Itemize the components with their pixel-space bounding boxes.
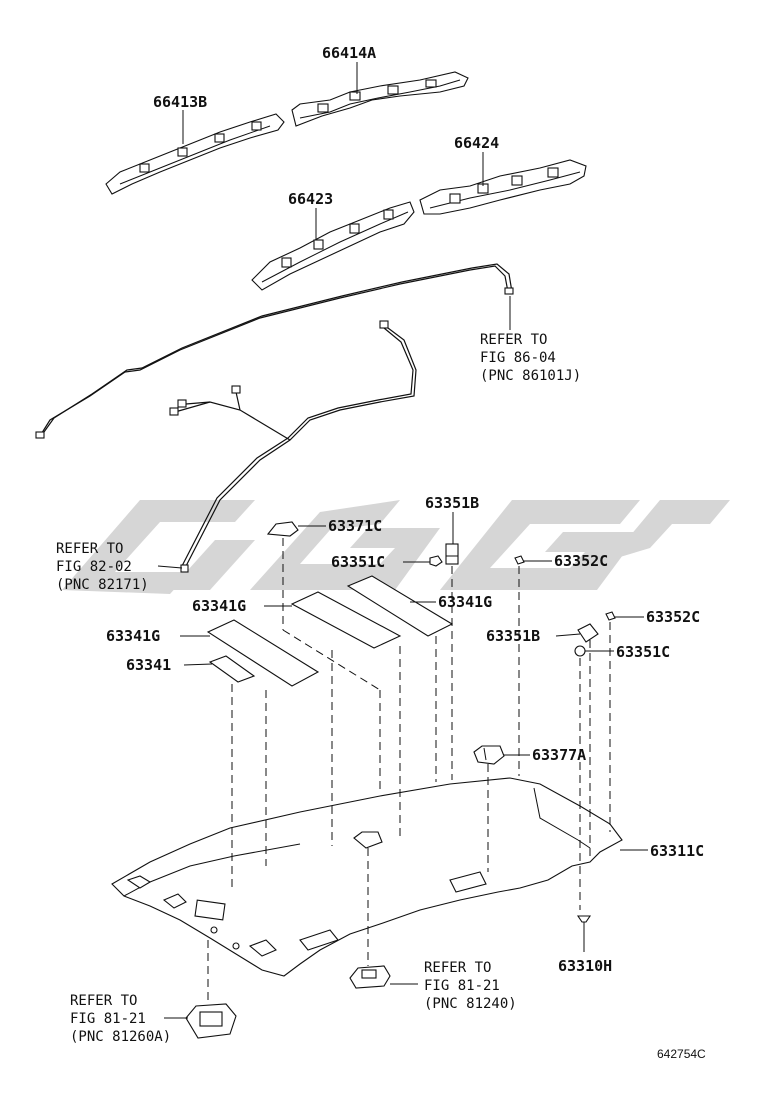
refer-note-81-21-right: REFER TO FIG 81-21 (PNC 81240) (424, 960, 517, 1012)
label-63341G-left: 63341G (106, 627, 160, 645)
projection-lines (207, 538, 611, 1004)
diagram-code: 642754C (657, 1047, 706, 1061)
leader-lines (157, 62, 648, 1019)
label-66423: 66423 (288, 190, 333, 208)
antenna-cable (35, 263, 514, 439)
refer-note-86-04: REFER TO FIG 86-04 (PNC 86101J) (480, 332, 581, 384)
label-63351C-right: 63351C (616, 643, 670, 661)
label-63352C-right: 63352C (646, 608, 700, 626)
watermark-logo (62, 500, 730, 594)
lamp-81260A (185, 1003, 237, 1039)
refer-82-02-line-3: (PNC 82171) (56, 577, 149, 593)
screw-63310H (576, 915, 592, 938)
refer-81-21-left-line-2: FIG 81-21 (70, 1011, 146, 1027)
pad-63341G-center (290, 591, 402, 649)
part-66423 (251, 201, 415, 291)
label-63341G-center: 63341G (192, 597, 246, 615)
refer-81-21-right-line-3: (PNC 81240) (424, 996, 517, 1012)
refer-86-04-line-2: FIG 86-04 (480, 350, 556, 366)
part-labels: 66414A 66413B 66424 66423 63351B 63371C … (106, 44, 704, 975)
refer-note-82-02: REFER TO FIG 82-02 (PNC 82171) (56, 541, 149, 593)
label-63377A: 63377A (532, 746, 586, 764)
label-66414A: 66414A (322, 44, 376, 62)
refer-note-81-21-left: REFER TO FIG 81-21 (PNC 81260A) (70, 993, 171, 1045)
wire-harness (169, 320, 417, 573)
part-66413B (105, 113, 285, 195)
label-66413B: 66413B (153, 93, 207, 111)
lamp-63351B-top (445, 543, 459, 565)
refer-86-04-line-3: (PNC 86101J) (480, 368, 581, 384)
label-63352C-top: 63352C (554, 552, 608, 570)
headliner-63311C (111, 777, 623, 977)
refer-81-21-left-line-1: REFER TO (70, 993, 137, 1009)
clip-63351C-right (574, 645, 586, 657)
label-63351C-top: 63351C (331, 553, 385, 571)
label-63351B-top: 63351B (425, 494, 479, 512)
lamp-81240 (349, 965, 391, 989)
label-63351B-right: 63351B (486, 627, 540, 645)
label-63371C: 63371C (328, 517, 382, 535)
clip-63352C-top (514, 555, 525, 565)
part-66414A (291, 71, 469, 127)
lamp-63351B-right (577, 623, 599, 643)
refer-81-21-left-line-3: (PNC 81260A) (70, 1029, 171, 1045)
pad-63341 (208, 655, 256, 683)
refer-82-02-line-1: REFER TO (56, 541, 123, 557)
clip-63371C (266, 521, 299, 537)
label-63341G-right: 63341G (438, 593, 492, 611)
part-66424 (419, 159, 587, 215)
label-63311C: 63311C (650, 842, 704, 860)
clip-63352C-right (605, 611, 616, 621)
label-63341: 63341 (126, 656, 171, 674)
refer-82-02-line-2: FIG 82-02 (56, 559, 132, 575)
label-66424: 66424 (454, 134, 499, 152)
refer-81-21-right-line-1: REFER TO (424, 960, 491, 976)
label-63310H: 63310H (558, 957, 612, 975)
refer-81-21-right-line-2: FIG 81-21 (424, 978, 500, 994)
clip-63377A (473, 745, 505, 765)
clip-63351C-top (429, 555, 443, 567)
refer-86-04-line-1: REFER TO (480, 332, 547, 348)
pad-63341G-left (206, 619, 320, 687)
